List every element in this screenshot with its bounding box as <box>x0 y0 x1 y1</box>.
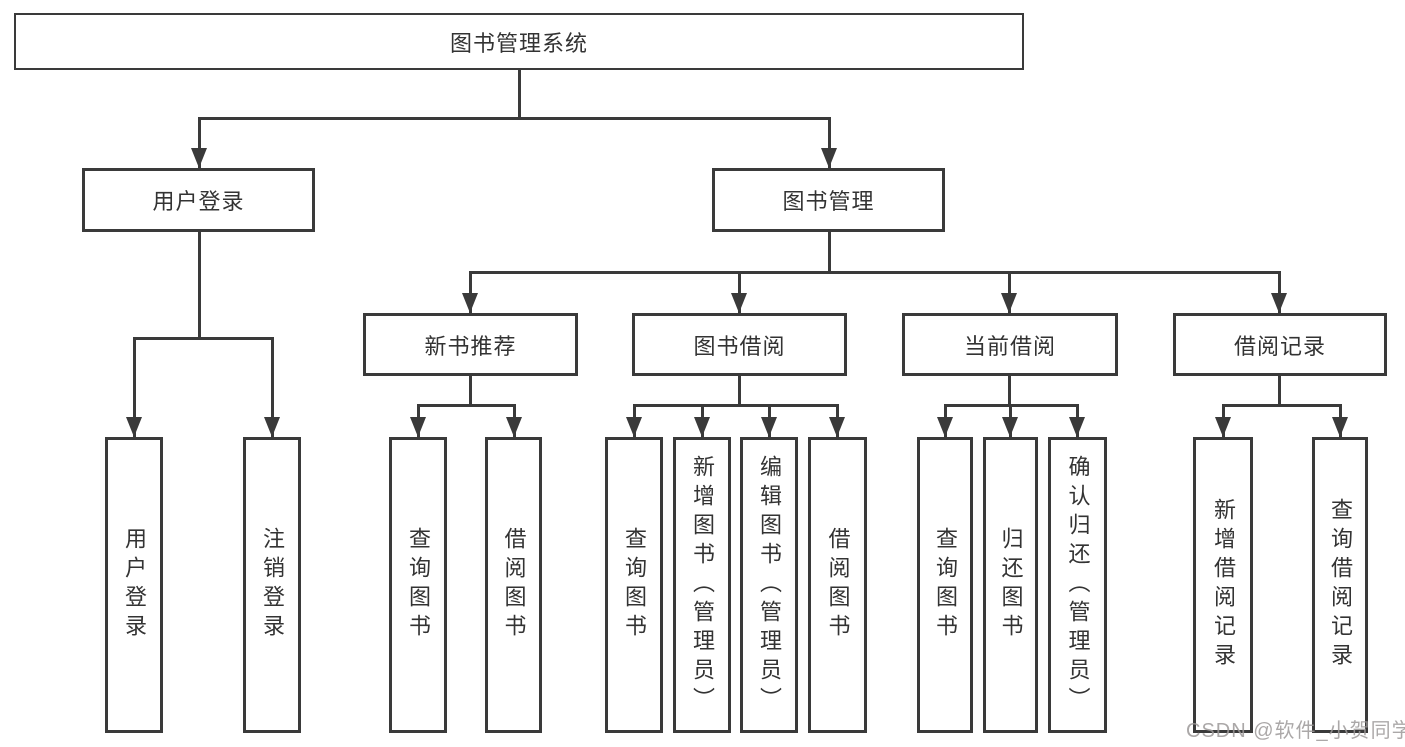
node-book-borrowing: 图书借阅 <box>632 313 847 376</box>
connector-root-split <box>198 117 830 120</box>
leaf-records-query-record: 查询借阅记录 <box>1312 437 1368 733</box>
leaf-newbook-borrow-books: 借阅图书 <box>485 437 542 733</box>
connector-to-records <box>1278 271 1281 313</box>
node-label: 用户登录 <box>152 189 245 214</box>
leaf-label: 查询图书 <box>622 527 647 643</box>
arrowhead-leaf-user-login <box>126 417 142 437</box>
arrowhead-nb-borrow <box>506 417 522 437</box>
arrowhead-cb-query <box>937 417 953 437</box>
leaf-borrow-add-books-admin: 新增图书（管理员） <box>673 437 731 733</box>
leaf-label: 注销登录 <box>260 527 285 643</box>
arrowhead-current-borrow <box>1001 293 1017 313</box>
leaf-label: 借阅图书 <box>825 527 851 643</box>
leaf-borrow-query-books: 查询图书 <box>605 437 663 733</box>
leaf-label: 查询借阅记录 <box>1328 498 1353 672</box>
node-label: 图书借阅 <box>693 333 786 359</box>
leaf-label: 编辑图书（管理员） <box>757 454 782 716</box>
connector-current-stem <box>1008 376 1011 407</box>
leaf-records-add-record: 新增借阅记录 <box>1193 437 1253 733</box>
connector-to-leaf-logout <box>271 337 274 437</box>
leaf-logout: 注销登录 <box>243 437 301 733</box>
node-user-login-branch: 用户登录 <box>82 168 315 232</box>
arrowhead-book-management <box>821 148 837 168</box>
connector-to-book-borrow <box>738 271 741 313</box>
leaf-newbook-query-books: 查询图书 <box>389 437 447 733</box>
node-root-label: 图书管理系统 <box>449 30 588 56</box>
arrowhead-cb-confirm <box>1069 417 1085 437</box>
csdn-watermark: CSDN @软件_小贺同学 <box>1186 720 1405 742</box>
leaf-label: 用户登录 <box>122 527 147 643</box>
leaf-label: 查询图书 <box>406 527 431 643</box>
connector-newbook-split <box>417 404 516 407</box>
arrowhead-bb-borrow <box>829 417 845 437</box>
arrowhead-new-book <box>462 293 478 313</box>
node-label: 借阅记录 <box>1233 333 1326 359</box>
node-book-management-branch: 图书管理 <box>712 168 945 232</box>
arrowhead-bb-edit <box>761 417 777 437</box>
leaf-label: 借阅图书 <box>501 527 527 643</box>
arrowhead-nb-query <box>410 417 426 437</box>
leaf-label: 新增借阅记录 <box>1211 498 1236 672</box>
arrowhead-records <box>1271 293 1287 313</box>
leaf-borrow-edit-books-admin: 编辑图书（管理员） <box>740 437 798 733</box>
node-root-system: 图书管理系统 <box>14 13 1024 70</box>
node-new-book-recommendation: 新书推荐 <box>363 313 578 376</box>
connector-user-stem <box>198 232 201 337</box>
connector-records-stem <box>1278 376 1281 407</box>
connector-to-new-book <box>469 271 472 313</box>
arrowhead-bb-query <box>626 417 642 437</box>
arrowhead-rec-query <box>1332 417 1348 437</box>
leaf-label: 确认归还（管理员） <box>1065 454 1091 716</box>
arrowhead-book-borrow <box>731 293 747 313</box>
leaf-borrow-borrow-books: 借阅图书 <box>808 437 867 733</box>
leaf-current-confirm-return-admin: 确认归还（管理员） <box>1048 437 1107 733</box>
leaf-current-return-books: 归还图书 <box>983 437 1038 733</box>
node-label: 当前借阅 <box>963 333 1056 359</box>
arrowhead-cb-return <box>1002 417 1018 437</box>
connector-to-user-login <box>198 117 201 168</box>
connector-root-stem <box>518 68 521 118</box>
leaf-label: 查询图书 <box>933 527 958 643</box>
connector-borrow-stem <box>738 376 741 407</box>
arrowhead-rec-add <box>1215 417 1231 437</box>
connector-to-book-management <box>828 117 831 168</box>
connector-management-stem <box>828 232 831 273</box>
node-label: 新书推荐 <box>424 333 517 359</box>
node-current-borrowing: 当前借阅 <box>902 313 1118 376</box>
connector-management-split <box>469 271 1281 274</box>
node-borrowing-records: 借阅记录 <box>1173 313 1387 376</box>
connector-newbook-stem <box>469 376 472 407</box>
node-label: 图书管理 <box>782 189 875 214</box>
connector-borrow-split <box>633 404 838 407</box>
leaf-user-login: 用户登录 <box>105 437 163 733</box>
arrowhead-user-login <box>191 148 207 168</box>
arrowhead-bb-add <box>694 417 710 437</box>
connector-user-split <box>133 337 274 340</box>
connector-to-leaf-user-login <box>133 337 136 437</box>
connector-records-split <box>1222 404 1342 407</box>
leaf-label: 归还图书 <box>998 527 1024 643</box>
leaf-label: 新增图书（管理员） <box>690 454 715 716</box>
leaf-current-query-books: 查询图书 <box>917 437 973 733</box>
arrowhead-leaf-logout <box>264 417 280 437</box>
connector-to-current-borrow <box>1008 271 1011 313</box>
